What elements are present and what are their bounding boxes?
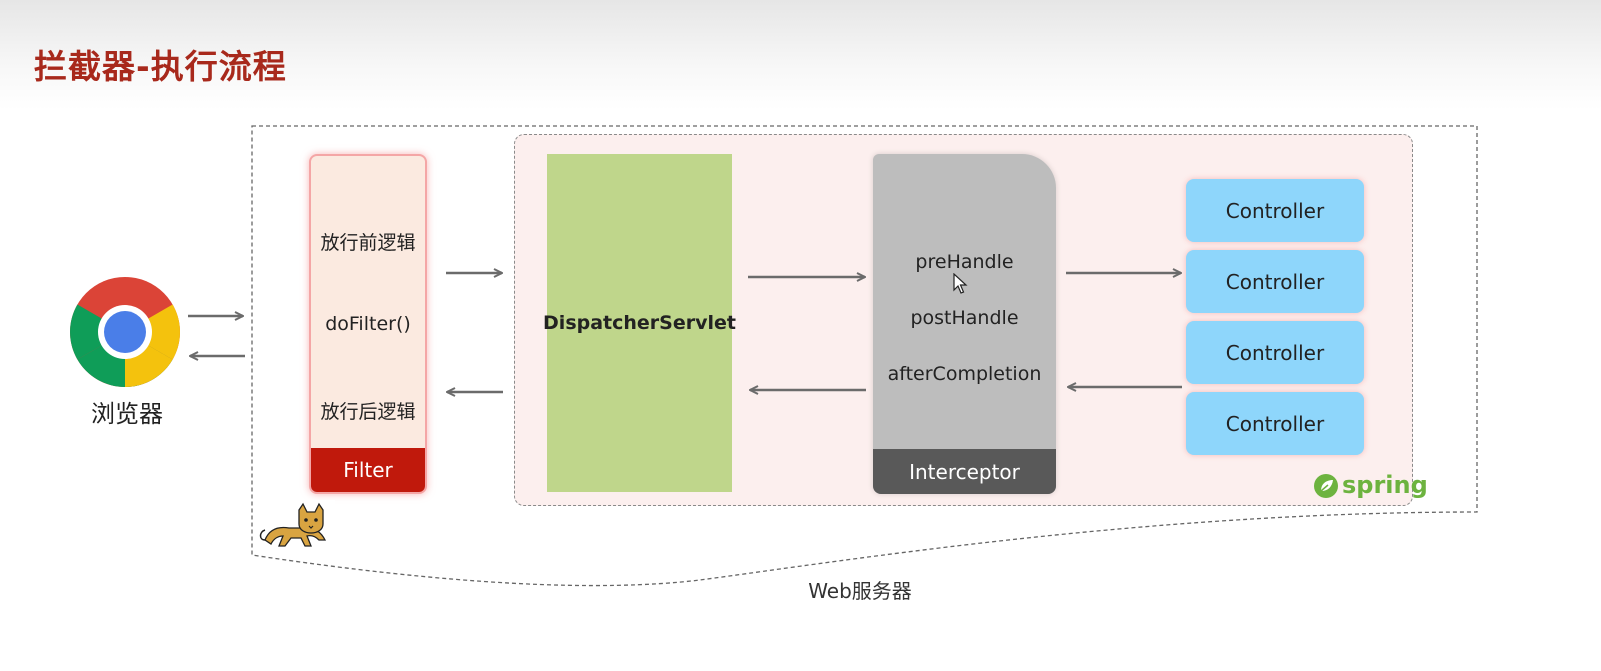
page-title: 拦截器-执行流程 xyxy=(34,47,287,86)
controller-2: Controller xyxy=(1186,250,1364,313)
header-band xyxy=(0,0,1601,110)
chrome-icon xyxy=(70,277,180,387)
filter-before-logic: 放行前逻辑 xyxy=(320,232,416,254)
filter-dofilter: doFilter() xyxy=(325,313,411,335)
spring-logo: spring xyxy=(1313,471,1428,503)
dispatcher-servlet-label: DispatcherServlet xyxy=(543,312,736,334)
filter-box: 放行前逻辑 doFilter() 放行后逻辑 Filter xyxy=(309,154,427,494)
interceptor-prehandle: preHandle xyxy=(915,251,1014,273)
filter-after-logic: 放行后逻辑 xyxy=(320,401,416,423)
controller-4: Controller xyxy=(1186,392,1364,455)
interceptor-aftercompletion: afterCompletion xyxy=(887,363,1042,385)
controller-1: Controller xyxy=(1186,179,1364,242)
interceptor-posthandle: postHandle xyxy=(910,307,1019,329)
spring-leaf-icon xyxy=(1314,474,1338,498)
filter-label: Filter xyxy=(311,448,425,492)
interceptor-box: preHandle postHandle afterCompletion Int… xyxy=(873,154,1056,494)
interceptor-label: Interceptor xyxy=(873,449,1056,494)
mouse-cursor-icon xyxy=(953,273,968,294)
tomcat-icon xyxy=(255,500,335,552)
dispatcher-servlet-box: DispatcherServlet xyxy=(543,154,736,492)
web-server-label: Web服务器 xyxy=(808,579,912,603)
controller-3: Controller xyxy=(1186,321,1364,384)
spring-logo-text: spring xyxy=(1342,471,1428,499)
browser-label: 浏览器 xyxy=(91,400,163,428)
